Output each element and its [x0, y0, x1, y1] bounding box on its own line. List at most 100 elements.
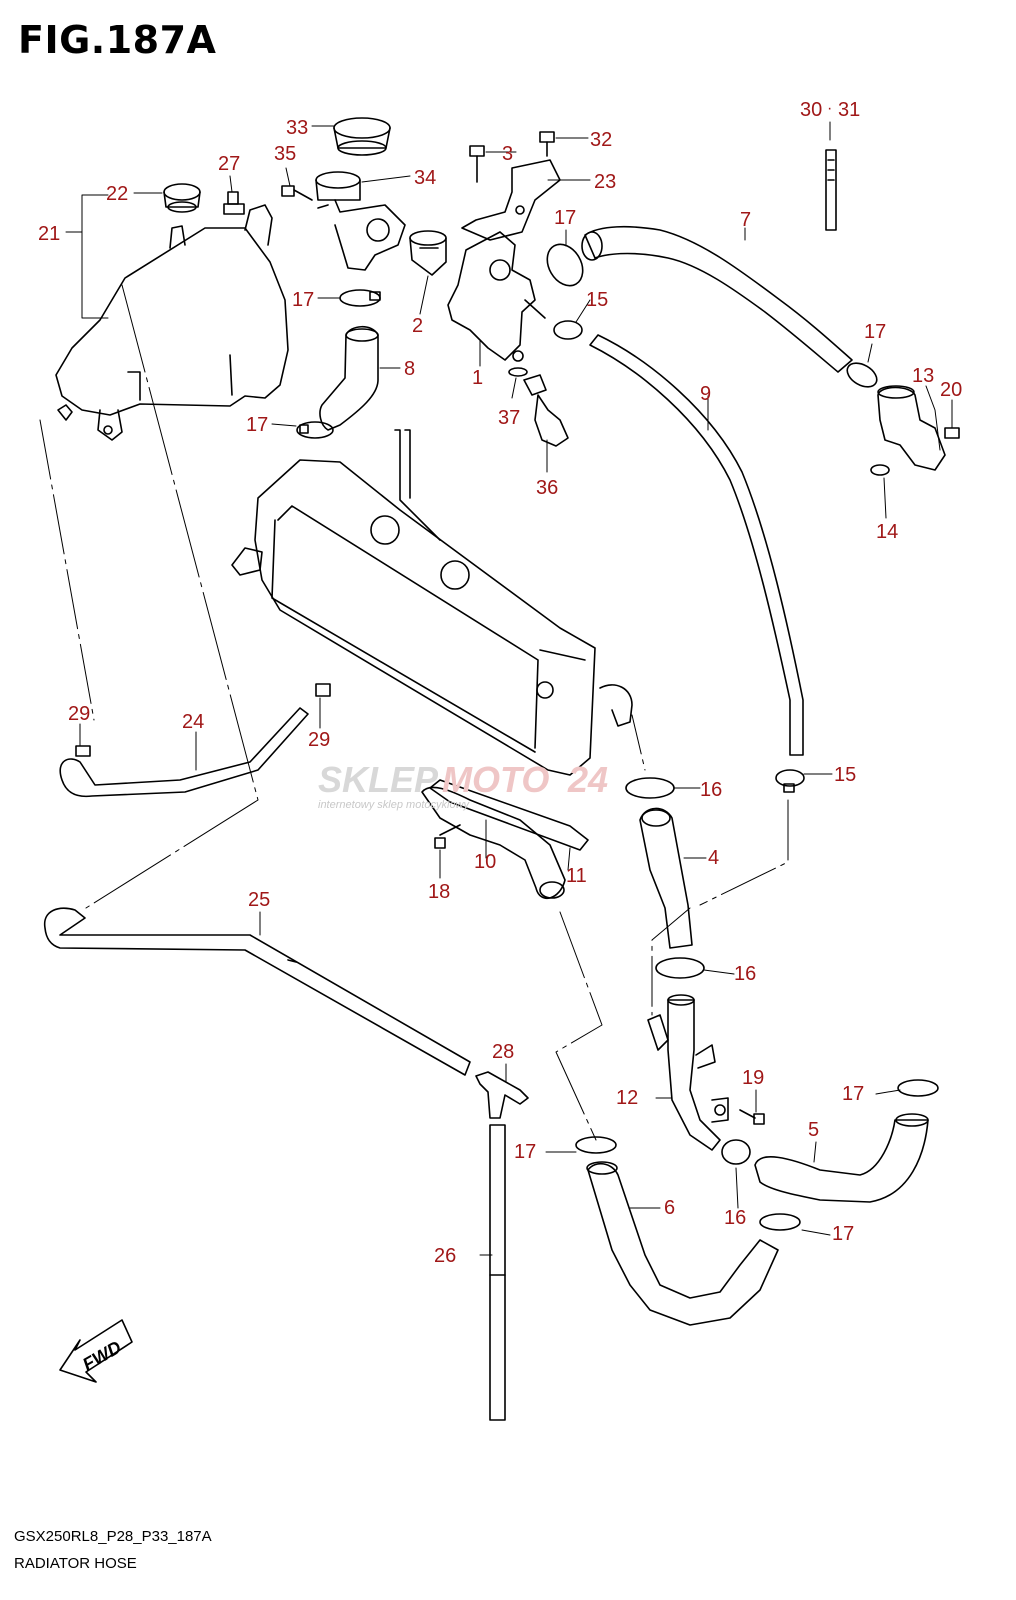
hose-9 — [589, 334, 804, 756]
bolt-35 — [281, 185, 313, 201]
figure-code: GSX250RL8_P28_P33_187A — [14, 1528, 212, 1545]
temp-sensor — [523, 374, 569, 447]
callout-35: 35 — [274, 143, 296, 165]
bolt-20 — [944, 427, 960, 439]
callout-27: 27 — [218, 153, 240, 175]
clamp-17-d — [846, 362, 878, 388]
callout-16-c: 16 — [724, 1207, 746, 1229]
clip-29-b — [315, 683, 331, 697]
callout-20: 20 — [940, 379, 962, 401]
callout-25: 25 — [248, 889, 270, 911]
callout-16-a: 16 — [700, 779, 722, 801]
callout-labels: 33 30 31 32 3 35 27 34 23 22 7 17 21 15 … — [38, 99, 962, 1267]
watermark-tagline: internetowy sklep motocyklowy — [318, 799, 471, 811]
clamp-16-b — [655, 957, 705, 979]
thermostat — [409, 230, 447, 276]
callout-34: 34 — [414, 167, 436, 189]
callout-7: 7 — [740, 209, 751, 231]
o-ring-37 — [508, 367, 528, 377]
callout-12: 12 — [616, 1087, 638, 1109]
clamp-16-c — [721, 1139, 751, 1165]
callout-10: 10 — [474, 851, 496, 873]
figure-name: RADIATOR HOSE — [14, 1555, 137, 1572]
reservoir-tank — [55, 204, 289, 441]
bolt-19 — [739, 1109, 765, 1125]
callout-17-g: 17 — [832, 1223, 854, 1245]
clamp-17-f — [575, 1136, 617, 1154]
clamp-15-a — [553, 320, 583, 340]
fitting-10 — [421, 786, 566, 900]
callout-4: 4 — [708, 847, 719, 869]
radiator — [231, 429, 633, 776]
thermostat-housing — [447, 231, 546, 362]
callout-19: 19 — [742, 1067, 764, 1089]
hose-4 — [639, 807, 693, 949]
hose-6 — [586, 1161, 779, 1326]
callout-2: 2 — [412, 315, 423, 337]
callout-17-a: 17 — [292, 289, 314, 311]
joint-28 — [475, 1071, 529, 1119]
callout-15-b: 15 — [834, 764, 856, 786]
pipe-12 — [647, 994, 729, 1151]
callout-23: 23 — [594, 171, 616, 193]
callout-32: 32 — [590, 129, 612, 151]
callout-13: 13 — [912, 365, 934, 387]
gasket-11 — [429, 779, 589, 851]
bolt-32 — [539, 131, 555, 157]
callout-17-c: 17 — [554, 207, 576, 229]
callout-26: 26 — [434, 1245, 456, 1267]
clamp-17-b — [296, 421, 334, 439]
callout-17-b: 17 — [246, 414, 268, 436]
hose-8 — [319, 325, 379, 431]
callout-21: 21 — [38, 223, 60, 245]
callout-31: 31 — [838, 99, 860, 121]
callout-9: 9 — [700, 383, 711, 405]
callout-36: 36 — [536, 477, 558, 499]
clamp-16-a — [625, 777, 675, 799]
fitting-13 — [877, 385, 946, 471]
o-ring-14 — [870, 464, 890, 476]
callout-18: 18 — [428, 881, 450, 903]
callout-11: 11 — [566, 865, 587, 887]
clamp-17-e — [897, 1079, 939, 1097]
tube-25 — [44, 907, 471, 1076]
clip-29-a — [75, 745, 91, 757]
callout-24: 24 — [182, 711, 204, 733]
fwd-arrow — [59, 1319, 133, 1383]
callout-17-e: 17 — [842, 1083, 864, 1105]
callout-17-d: 17 — [864, 321, 886, 343]
band-30-31 — [825, 149, 837, 231]
callout-16-b: 16 — [734, 963, 756, 985]
callout-28: 28 — [492, 1041, 514, 1063]
callout-8: 8 — [404, 358, 415, 380]
callout-1: 1 — [472, 367, 483, 389]
clamp-17-a — [339, 289, 381, 307]
callout-29-a: 29 — [68, 703, 90, 725]
callout-29-b: 29 — [308, 729, 330, 751]
filler-neck — [315, 171, 406, 271]
callout-separator-dot: · — [827, 100, 832, 117]
callout-30: 30 — [800, 99, 822, 121]
tube-24 — [59, 707, 309, 798]
watermark-brand-b: MOTO — [442, 759, 549, 800]
callout-33: 33 — [286, 117, 308, 139]
hose-5 — [754, 1113, 929, 1203]
callout-15-a: 15 — [586, 289, 608, 311]
reservoir-cap — [163, 183, 201, 213]
bolt-3 — [469, 145, 485, 183]
clamp-17-g — [759, 1213, 801, 1231]
callout-37: 37 — [498, 407, 520, 429]
clamp-17-c — [546, 243, 584, 287]
callout-3: 3 — [502, 143, 513, 165]
hose-7 — [581, 225, 853, 373]
callout-6: 6 — [664, 1197, 675, 1219]
watermark-brand-a: SKLEP — [318, 759, 439, 800]
figure-title: FIG.187A — [18, 18, 217, 62]
callout-14: 14 — [876, 521, 898, 543]
callout-17-f: 17 — [514, 1141, 536, 1163]
bolt-18 — [434, 824, 461, 849]
watermark-brand-c: 24 — [567, 759, 608, 800]
callout-5: 5 — [808, 1119, 819, 1141]
clamp-15-b — [775, 769, 805, 793]
